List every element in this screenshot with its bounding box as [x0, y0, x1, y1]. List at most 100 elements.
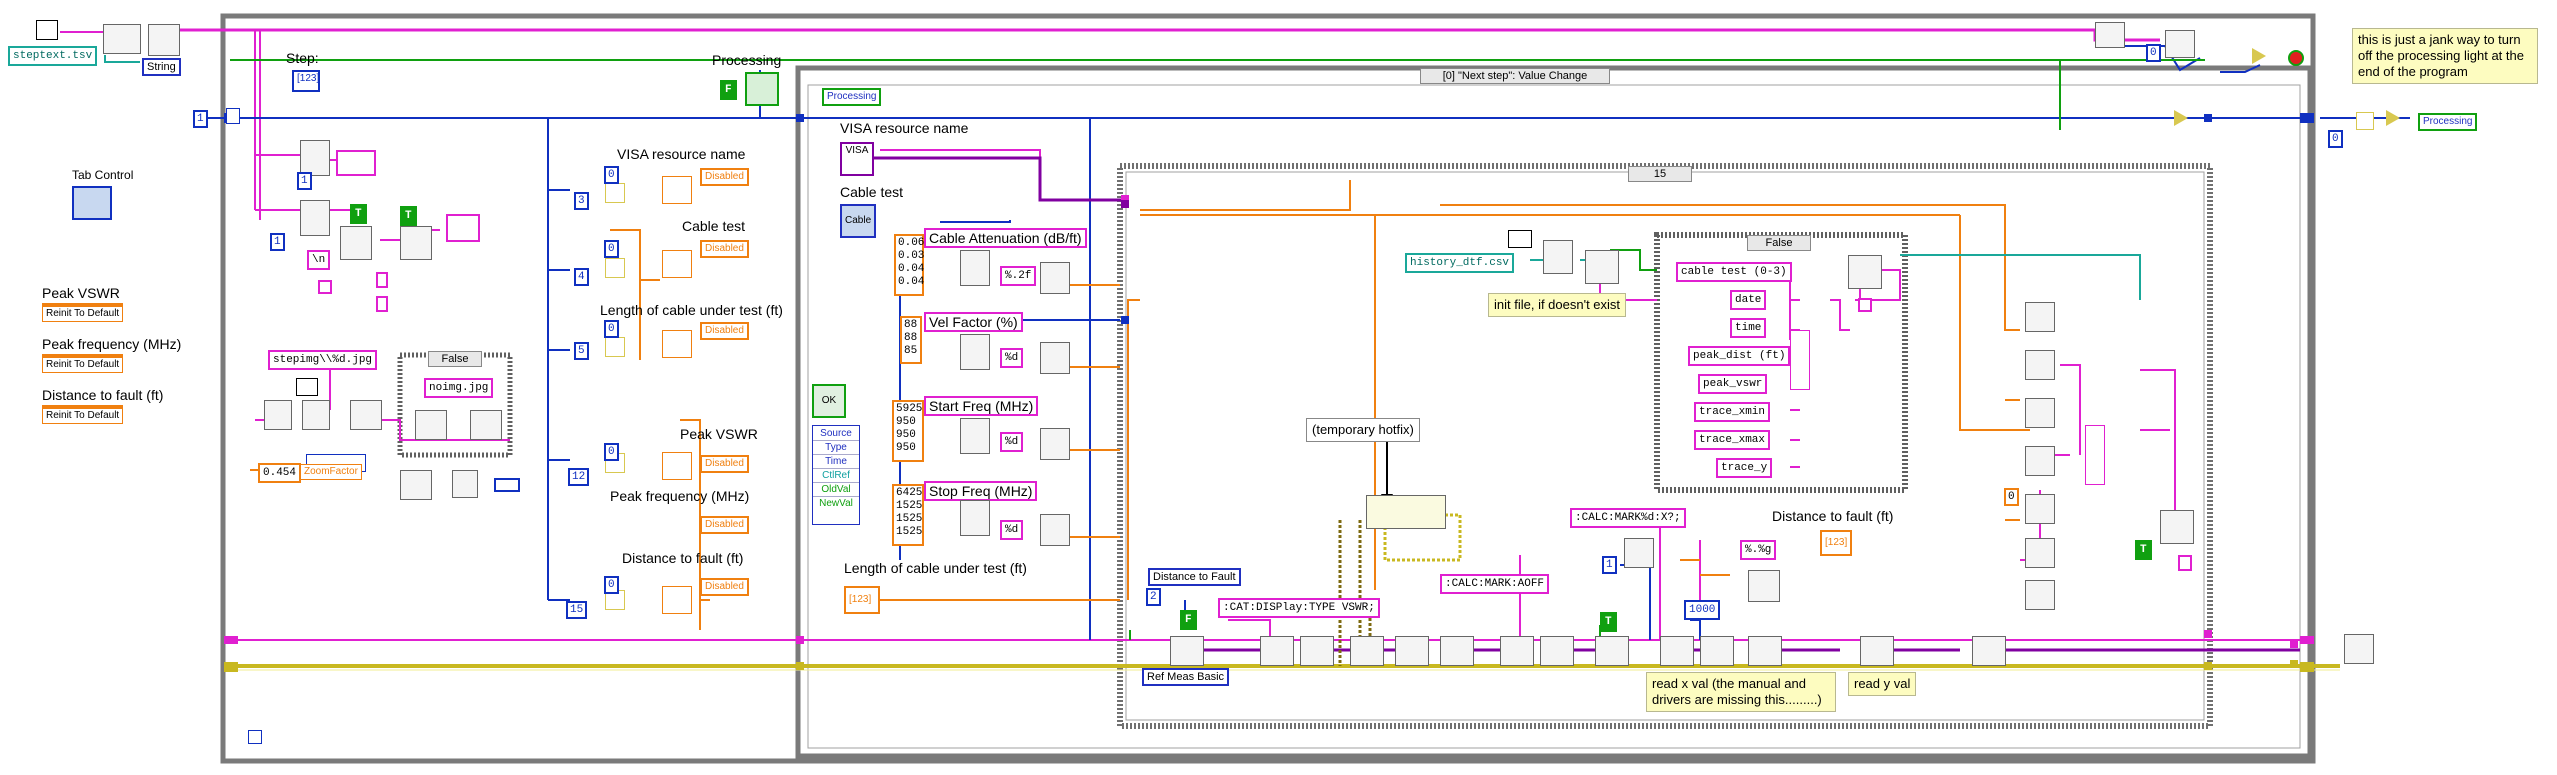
dist-fault-case-terminal[interactable]: [123]: [1820, 530, 1852, 556]
true-constant-1[interactable]: T: [350, 204, 367, 224]
build-array-output: [2085, 425, 2105, 485]
ref-meas-basic-enum[interactable]: Ref Meas Basic: [1142, 668, 1230, 686]
left-case-selector[interactable]: False: [428, 351, 482, 367]
fmt-d-start[interactable]: %d: [1000, 432, 1024, 452]
dist-to-fault-enum[interactable]: Distance to Fault: [1148, 568, 1241, 586]
history-field-3[interactable]: peak_dist (ft): [1688, 346, 1791, 366]
select-icon-3: [662, 176, 692, 204]
format-mark-x: [1624, 538, 1654, 568]
dist-fault-reinit[interactable]: Reinit To Default: [42, 405, 124, 424]
read-trace-vi: [1972, 636, 2006, 666]
stepimg-format-constant[interactable]: stepimg\\%d.jpg: [268, 350, 378, 370]
write-vi-1: [1260, 636, 1294, 666]
fmt-g-constant[interactable]: %.%g: [1740, 540, 1777, 560]
file-dialog-icon: [36, 20, 58, 40]
jpeg-read-icon: [400, 470, 432, 500]
peak-freq-reinit[interactable]: Reinit To Default: [42, 354, 124, 373]
idx-5[interactable]: 5: [574, 342, 589, 360]
one-constant-mark[interactable]: 1: [1602, 556, 1617, 574]
fmt-d-stop[interactable]: %d: [1000, 520, 1024, 540]
small-string-1[interactable]: [318, 280, 332, 294]
zero-index-1[interactable]: 1: [297, 172, 312, 190]
zero-12[interactable]: 0: [604, 443, 619, 461]
peak-vswr-reinit[interactable]: Reinit To Default: [42, 303, 124, 322]
zoom-factor-property: ZoomFactor: [300, 464, 362, 480]
step-terminal[interactable]: [123]: [292, 70, 320, 92]
newline-constant[interactable]: \n: [307, 250, 331, 270]
event-field-source: Source: [813, 427, 859, 441]
idx-3[interactable]: 3: [574, 192, 589, 210]
false-constant-processing[interactable]: F: [720, 80, 737, 100]
zero-index-2[interactable]: 1: [270, 233, 285, 251]
true-constant-out[interactable]: T: [2135, 540, 2152, 560]
small-string-2[interactable]: [376, 272, 388, 288]
zero-dbl-constant[interactable]: 0: [2004, 488, 2019, 506]
length-control-terminal[interactable]: [123]: [844, 586, 880, 614]
history-field-6[interactable]: trace_xmax: [1694, 430, 1771, 450]
zero-right[interactable]: 0: [2146, 44, 2161, 62]
event-field-ctlref: CtlRef: [813, 469, 859, 483]
zero-5[interactable]: 0: [604, 320, 619, 338]
zero-far-right[interactable]: 0: [2328, 130, 2343, 148]
idx-12[interactable]: 12: [568, 468, 590, 486]
event-data-node: Source Type Time CtlRef OldVal NewVal: [812, 425, 860, 525]
draw-picture-icon: [452, 470, 478, 498]
format-g-icon: [1748, 570, 1780, 602]
index-start-icon: [960, 418, 990, 454]
true-constant-2[interactable]: T: [400, 206, 417, 226]
two-constant[interactable]: 2: [1146, 588, 1161, 606]
idx-15[interactable]: 15: [566, 601, 588, 619]
zero-15[interactable]: 0: [604, 576, 619, 594]
cable-test-label: Cable test: [840, 184, 904, 200]
index-vel-icon: [960, 334, 990, 370]
processing-terminal[interactable]: [745, 72, 779, 106]
noimg-constant[interactable]: noimg.jpg: [424, 378, 494, 398]
history-field-5[interactable]: trace_xmin: [1694, 402, 1771, 422]
idx-4[interactable]: 4: [574, 268, 589, 286]
steptext-path-constant[interactable]: steptext.tsv: [8, 46, 98, 66]
true-constant-case[interactable]: T: [1600, 612, 1617, 632]
small-string-3[interactable]: [376, 296, 388, 312]
false-constant-case[interactable]: F: [1180, 610, 1197, 630]
array-fn-1: [2025, 302, 2055, 332]
tab-control-terminal[interactable]: [72, 186, 112, 220]
ok-button-terminal[interactable]: OK: [812, 384, 846, 418]
cat-display-constant[interactable]: :CAT:DISPlay:TYPE VSWR;: [1218, 598, 1380, 618]
stop-icon[interactable]: [2288, 50, 2304, 66]
zero-3[interactable]: 0: [604, 166, 619, 184]
build-path-icon: [302, 400, 330, 430]
history-field-2[interactable]: time: [1730, 318, 1767, 338]
zero-4[interactable]: 0: [604, 240, 619, 258]
write-vi-3: [1350, 636, 1384, 666]
history-field-7[interactable]: trace_y: [1716, 458, 1773, 478]
read-x-note: read x val (the manual and drivers are m…: [1646, 672, 1836, 712]
processing-indicator-right: Processing: [2418, 113, 2478, 131]
history-field-0[interactable]: cable test (0-3): [1676, 262, 1792, 282]
calc-mark-x-constant[interactable]: :CALC:MARK%d:X?;: [1570, 508, 1686, 528]
calc-mark-aoff-constant[interactable]: :CALC:MARK:AOFF: [1440, 574, 1550, 594]
fmt-f-constant[interactable]: %.2f: [1000, 266, 1037, 286]
zoom-value-constant[interactable]: 0.454: [258, 463, 302, 483]
string-type-constant[interactable]: String: [142, 58, 181, 76]
format-atten-icon: [1040, 262, 1070, 294]
tab-control-label: Tab Control: [72, 168, 134, 182]
right-fn-1: [2095, 22, 2125, 48]
val-1000-constant[interactable]: 1000: [1684, 600, 1721, 620]
history-field-4[interactable]: peak_vswr: [1698, 374, 1768, 394]
event-case-selector[interactable]: [0] "Next step": Value Change: [1420, 68, 1610, 84]
history-case-selector[interactable]: False: [1747, 235, 1811, 251]
equal-icon-5: [605, 337, 625, 357]
visa-resource-terminal[interactable]: VISA: [840, 142, 874, 176]
history-path-constant[interactable]: history_dtf.csv: [1405, 253, 1515, 273]
history-field-1[interactable]: date: [1730, 290, 1767, 310]
cable-test-terminal[interactable]: Cable: [840, 204, 876, 238]
select-icon-4: [662, 250, 692, 278]
one-constant[interactable]: 1: [193, 110, 208, 128]
visa-disabled: Disabled: [700, 168, 749, 186]
case-15-selector[interactable]: 15: [1628, 166, 1692, 182]
fmt-d-vel[interactable]: %d: [1000, 348, 1024, 368]
